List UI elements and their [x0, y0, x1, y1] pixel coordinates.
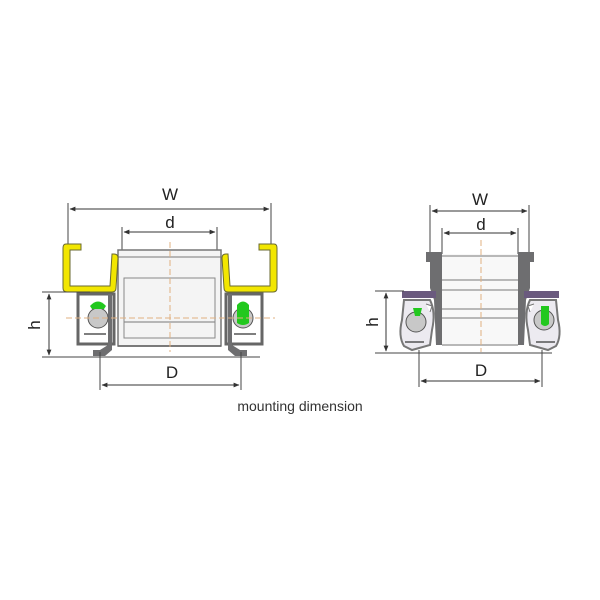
label-w: W: [162, 185, 178, 204]
yellow-bracket-right: [221, 243, 278, 293]
sleeve-wall-left: [426, 252, 442, 345]
bearing-housing-left-r: [399, 299, 435, 352]
dimension-D-right: D: [418, 350, 543, 387]
label-h: h: [25, 320, 44, 329]
sleeve-wall-right: [518, 252, 534, 345]
dimension-h-left: h: [25, 291, 260, 358]
dimension-h-right: h: [363, 290, 552, 354]
dimension-d-left: d: [121, 213, 218, 252]
green-seal-left: [90, 301, 106, 309]
label-D: D: [475, 361, 487, 380]
dimension-d-right: d: [441, 215, 519, 255]
label-w: W: [472, 190, 488, 209]
label-d: d: [476, 215, 485, 234]
label-D: D: [166, 363, 178, 382]
green-seal-right: [237, 301, 249, 325]
green-seal-right-r: [541, 306, 549, 326]
inner-sleeve-right: [442, 254, 518, 346]
purple-flange-right: [524, 291, 559, 298]
label-d: d: [165, 213, 174, 232]
bearing-housing-right: [224, 292, 264, 356]
caption: mounting dimension: [237, 398, 363, 414]
label-h: h: [363, 317, 382, 326]
left-bearing-figure: W d: [25, 185, 278, 390]
purple-flange-left: [402, 291, 436, 298]
dimension-w-right: W: [429, 190, 530, 255]
right-bearing-figure: W d: [363, 190, 561, 387]
bearing-housing-left: [76, 292, 116, 356]
bearing-housing-right-r: [525, 299, 561, 352]
dimension-D-left: D: [99, 352, 242, 390]
green-seal-left-r: [413, 308, 422, 316]
yellow-bracket-left: [62, 243, 119, 293]
dimension-w-left: W: [67, 185, 272, 245]
